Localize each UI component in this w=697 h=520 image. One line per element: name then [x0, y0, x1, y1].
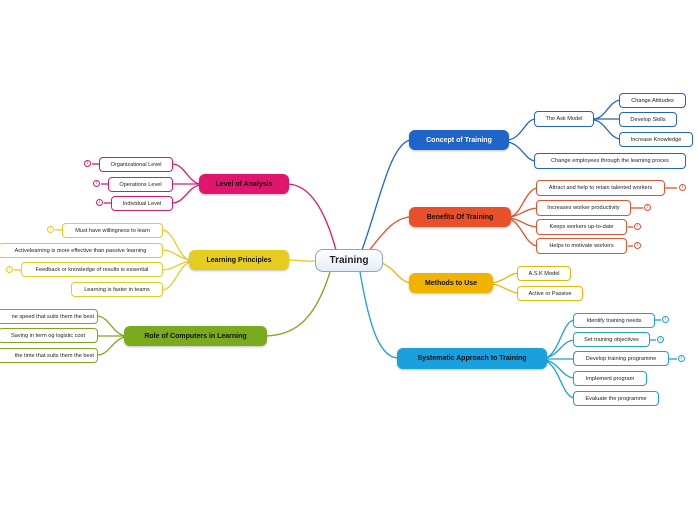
note-icon[interactable]: i: [96, 199, 103, 206]
branch-methods-to-use[interactable]: Methods to Use: [409, 273, 493, 293]
note-icon[interactable]: i: [93, 180, 100, 187]
leaf-attract-retain[interactable]: Attract and help to retain talented work…: [536, 180, 665, 196]
leaf-organizational-level[interactable]: Organizational Level: [99, 157, 173, 172]
leaf-develop-skills[interactable]: Develop Skills: [619, 112, 677, 127]
note-icon[interactable]: i: [84, 160, 91, 167]
branch-role-of-computers[interactable]: Role of Computers in Learning: [124, 326, 267, 346]
leaf-operations-level[interactable]: Operations Level: [108, 177, 173, 192]
leaf-set-training-objectives[interactable]: Set training objectives: [573, 332, 650, 347]
leaf-logistic-cost[interactable]: Saving in term og logistic cost: [0, 328, 98, 343]
leaf-willingness-to-learn[interactable]: Must have willingness to learn: [62, 223, 163, 238]
leaf-keeps-up-to-date[interactable]: Keeps workers up-to-date: [536, 219, 627, 235]
note-icon[interactable]: i: [678, 355, 685, 362]
leaf-active-or-passive[interactable]: Active or Passive: [517, 286, 583, 301]
leaf-evaluate-programme[interactable]: Evaluate the programme: [573, 391, 659, 406]
leaf-increases-productivity[interactable]: Increases worker productivity: [536, 200, 631, 216]
note-icon[interactable]: i: [634, 242, 641, 249]
root-node[interactable]: Training: [315, 249, 383, 272]
note-icon[interactable]: i: [644, 204, 651, 211]
branch-learning-principles[interactable]: Learning Principles: [189, 250, 289, 270]
leaf-change-employees[interactable]: Change employees through the learning pr…: [534, 153, 686, 169]
note-icon[interactable]: i: [662, 316, 669, 323]
branch-level-of-analysis[interactable]: Level of Analysis: [199, 174, 289, 194]
leaf-develop-training-programme[interactable]: Develop training programme: [573, 351, 669, 366]
leaf-time-that-suits[interactable]: the time that suits them the best: [0, 348, 98, 363]
leaf-implement-program[interactable]: Implement program: [573, 371, 647, 386]
note-icon[interactable]: i: [634, 223, 641, 230]
note-icon[interactable]: i: [6, 266, 13, 273]
leaf-identify-training-needs[interactable]: Identify training needs: [573, 313, 655, 328]
leaf-motivate-workers[interactable]: Helps to motivate workers: [536, 238, 627, 254]
branch-systematic-approach[interactable]: Systematic Approach to Training: [397, 348, 547, 369]
leaf-change-attitudes[interactable]: Change Attitudes: [619, 93, 686, 108]
leaf-increase-knowledge[interactable]: Increase Knowledge: [619, 132, 693, 147]
note-icon[interactable]: i: [47, 226, 54, 233]
leaf-individual-level[interactable]: Individual Level: [111, 196, 173, 211]
branch-concept-of-training[interactable]: Concept of Training: [409, 130, 509, 150]
leaf-active-learning[interactable]: Activelearning is more effective than pa…: [0, 243, 163, 258]
leaf-speed-that-suits[interactable]: ne speed that suits them the best: [0, 309, 98, 324]
leaf-ask-model-method[interactable]: A.S.K Model: [517, 266, 571, 281]
leaf-learning-in-teams[interactable]: Learning is faster in teams: [71, 282, 163, 297]
branch-benefits-of-training[interactable]: Benefits Of Training: [409, 207, 511, 227]
leaf-ask-model[interactable]: The Ask Model: [534, 111, 594, 127]
note-icon[interactable]: i: [679, 184, 686, 191]
leaf-feedback-essential[interactable]: Feedback or knowledge of results is esse…: [21, 262, 163, 277]
note-icon[interactable]: i: [657, 336, 664, 343]
